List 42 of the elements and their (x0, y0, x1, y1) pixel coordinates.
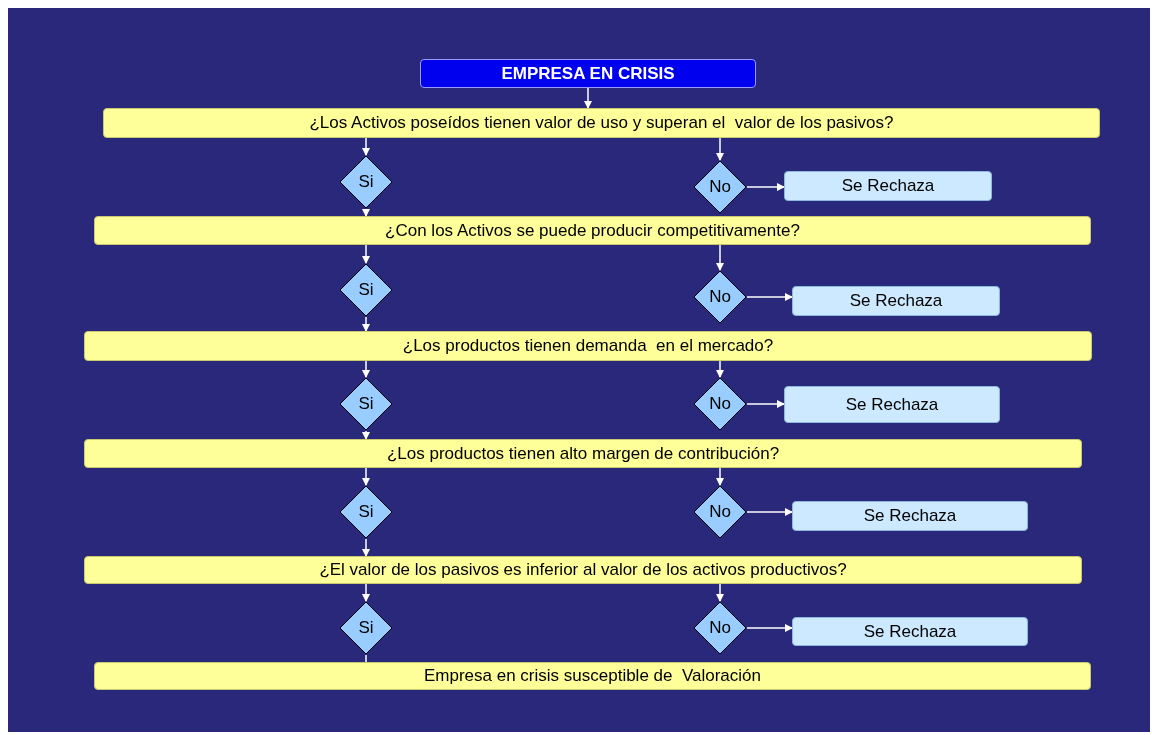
arrow (362, 360, 370, 378)
result-box: Se Rechaza (784, 386, 1000, 423)
answer-label: No (709, 176, 731, 199)
answer-label: No (709, 501, 731, 524)
arrow (362, 583, 370, 602)
arrow (362, 137, 370, 156)
answer-label: Si (358, 501, 374, 524)
decision-box: ¿El valor de los pasivos es inferior al valor de los activos productivos? (84, 556, 1082, 584)
answer-label: No (709, 393, 731, 416)
arrow (362, 244, 370, 264)
result-box: Se Rechaza (784, 171, 992, 201)
arrow (362, 316, 370, 332)
arrow (584, 87, 592, 109)
answer-label: No (709, 286, 731, 309)
answer-label: Si (358, 617, 374, 640)
arrow (746, 508, 793, 516)
decision-box: ¿Los productos tienen alto margen de contribución? (84, 439, 1082, 468)
arrow (716, 137, 724, 161)
arrow (716, 360, 724, 378)
answer-label: Si (358, 279, 374, 302)
decision-box: ¿Los Activos poseídos tienen valor de uso y superan el valor de los pasivos? (103, 108, 1100, 138)
answer-label: Si (358, 171, 374, 194)
arrow (362, 208, 370, 217)
start-box: EMPRESA EN CRISIS (420, 59, 756, 88)
result-box: Se Rechaza (792, 501, 1028, 531)
answer-label: Si (358, 393, 374, 416)
arrow (746, 293, 793, 301)
arrow (716, 583, 724, 602)
decision-box: ¿Con los Activos se puede producir competitivamente? (94, 216, 1091, 245)
result-box: Se Rechaza (792, 286, 1000, 316)
arrow (716, 467, 724, 486)
arrow (362, 538, 370, 557)
decision-box: Empresa en crisis susceptible de Valoración (94, 662, 1091, 690)
decision-box: ¿Los productos tienen demanda en el mercado? (84, 331, 1092, 361)
answer-label: No (709, 617, 731, 640)
result-box: Se Rechaza (792, 617, 1028, 646)
arrow (746, 400, 785, 408)
arrow (746, 624, 793, 632)
arrow (362, 430, 370, 440)
arrow (362, 467, 370, 486)
arrow (746, 183, 785, 191)
arrow (716, 244, 724, 271)
